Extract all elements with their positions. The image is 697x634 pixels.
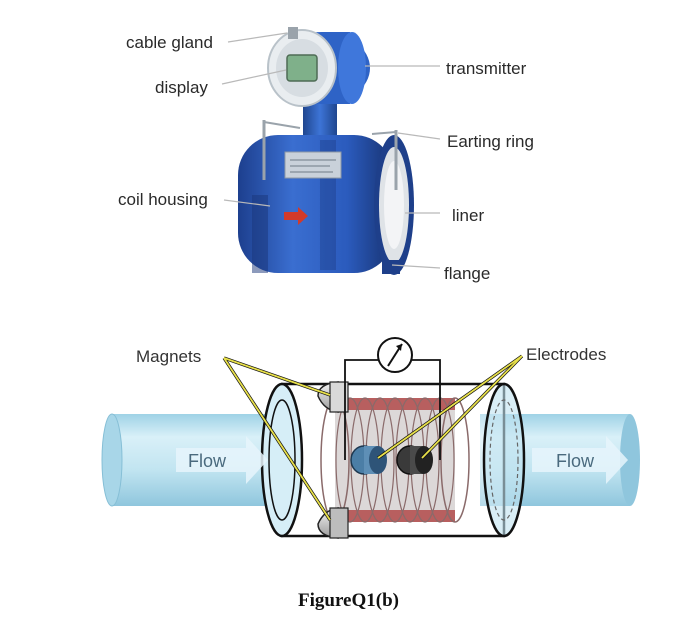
label-earthing-ring: Earting ring <box>447 132 534 151</box>
label-liner: liner <box>452 206 484 225</box>
label-flow-left: Flow <box>188 451 227 471</box>
label-electrodes: Electrodes <box>526 345 606 364</box>
label-cable-gland: cable gland <box>126 33 213 52</box>
principle-schematic <box>101 337 640 539</box>
coil-housing-body <box>238 135 394 273</box>
label-flange: flange <box>444 264 490 283</box>
coil-winding <box>320 397 470 523</box>
cable-gland-part <box>288 27 298 39</box>
figure-caption: FigureQ1(b) <box>298 590 399 611</box>
magnet-top <box>317 381 349 413</box>
label-transmitter: transmitter <box>446 59 527 78</box>
display-screen <box>286 54 318 82</box>
electrode-left <box>350 445 387 475</box>
label-magnets: Magnets <box>136 347 201 366</box>
flowmeter-illustration <box>238 27 414 275</box>
label-coil-housing: coil housing <box>118 190 208 209</box>
label-flow-right: Flow <box>556 451 595 471</box>
transmitter-housing <box>267 29 370 107</box>
leaders-bottom <box>223 355 523 521</box>
label-leaders-top <box>221 32 441 269</box>
flange-face <box>374 135 414 275</box>
magnet-bottom <box>317 507 349 539</box>
flow-arrow-left <box>176 436 268 484</box>
label-display: display <box>155 78 208 97</box>
flow-arrow-right <box>532 436 628 484</box>
voltmeter-circuit <box>344 337 441 460</box>
